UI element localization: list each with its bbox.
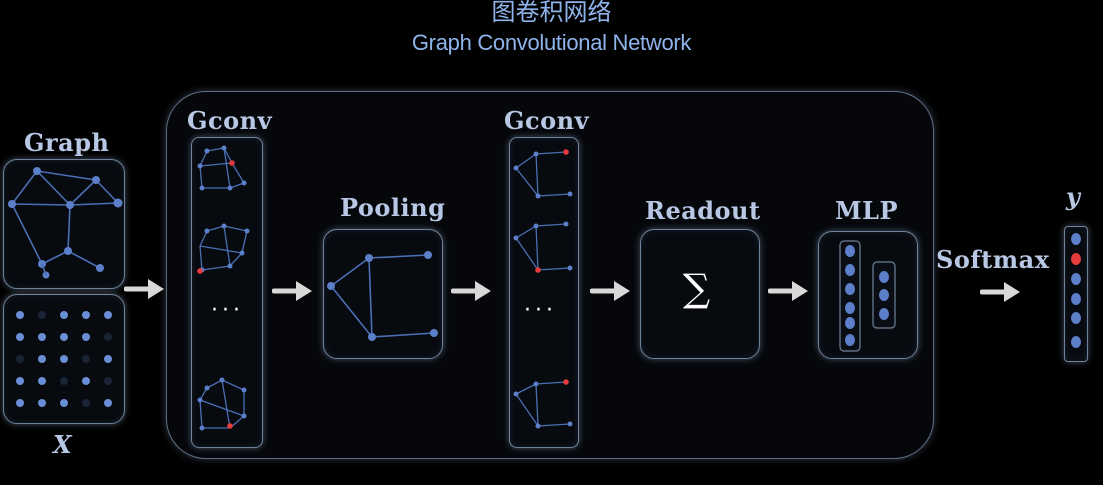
arrow-right-icon: [124, 279, 164, 299]
matrix-cell: [82, 377, 90, 385]
matrix-cell: [38, 311, 46, 319]
readout-box: [640, 229, 760, 359]
matrix-cell: [16, 311, 24, 319]
ellipsis-1: ···: [211, 298, 244, 323]
arrow-right-icon: [980, 282, 1020, 302]
feature-matrix-icon: [16, 311, 112, 407]
matrix-cell: [104, 311, 112, 319]
pooling-box: [323, 229, 443, 359]
arrow-right-icon: [590, 281, 630, 301]
mlp-box: [818, 231, 918, 359]
matrix-cell: [60, 399, 68, 407]
matrix-cell: [38, 399, 46, 407]
pooled-graph-icon: [327, 251, 438, 341]
gconv1-box: [191, 137, 263, 448]
output-vector-icon: [1071, 233, 1081, 348]
matrix-cell: [60, 355, 68, 363]
ellipsis-2: ···: [524, 298, 557, 323]
matrix-cell: [82, 333, 90, 341]
matrix-cell: [16, 355, 24, 363]
matrix-cell: [16, 399, 24, 407]
input-graph-box: [3, 159, 125, 289]
gconv2-graphs-icon: [513, 149, 573, 429]
matrix-cell: [60, 311, 68, 319]
matrix-cell: [104, 377, 112, 385]
feature-matrix-box: [3, 294, 125, 424]
matrix-cell: [104, 355, 112, 363]
x-label: X: [53, 430, 73, 459]
output-vector-box: [1064, 226, 1088, 362]
matrix-cell: [104, 333, 112, 341]
matrix-cell: [16, 333, 24, 341]
gconv1-graphs-icon: [197, 145, 250, 431]
graph-label: Graph: [24, 128, 110, 157]
sigma-icon: ∑: [683, 266, 711, 310]
matrix-cell: [82, 311, 90, 319]
title-english: Graph Convolutional Network: [411, 30, 692, 55]
readout-label: Readout: [645, 196, 761, 225]
matrix-cell: [104, 399, 112, 407]
matrix-cell: [82, 355, 90, 363]
arrow-right-icon: [451, 281, 491, 301]
gconv2-box: [509, 137, 579, 448]
gconv1-label: Gconv: [187, 106, 273, 135]
matrix-cell: [38, 355, 46, 363]
matrix-cell: [16, 377, 24, 385]
softmax-label: Softmax: [936, 245, 1050, 274]
arrow-right-icon: [768, 281, 808, 301]
matrix-cell: [82, 399, 90, 407]
pooling-label: Pooling: [340, 193, 446, 222]
mlp-label: MLP: [835, 196, 898, 225]
gconv2-label: Gconv: [504, 106, 590, 135]
matrix-cell: [38, 377, 46, 385]
y-label: y: [1066, 182, 1081, 211]
title-chinese: 图卷积网络: [491, 0, 612, 26]
input-graph-icon: [8, 167, 123, 279]
mlp-layers-icon: [839, 240, 896, 352]
arrow-right-icon: [272, 281, 312, 301]
matrix-cell: [38, 333, 46, 341]
matrix-cell: [60, 377, 68, 385]
matrix-cell: [60, 333, 68, 341]
